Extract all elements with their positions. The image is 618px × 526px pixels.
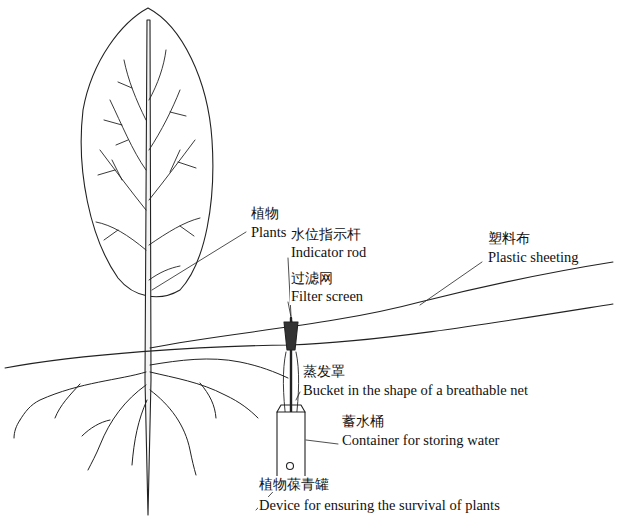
part-name-en: Container for storing water — [341, 432, 500, 449]
part-name-zh: 蒸发罩 — [302, 363, 346, 379]
plastic-sheeting — [150, 262, 613, 348]
leader-lines — [152, 232, 482, 510]
tree-trunk — [145, 20, 151, 515]
ground-line — [5, 304, 613, 368]
part-name-en: Indicator rod — [290, 244, 367, 261]
water-container — [277, 412, 305, 480]
part-name-zh: 水位指示杆 — [290, 226, 362, 242]
part-name-en: Plastic sheeting — [487, 249, 580, 266]
part-name-en: Device for ensuring the survival of plan… — [258, 497, 501, 514]
filter-screen — [284, 322, 298, 350]
part-name-en: Bucket in the shape of a breathable net — [302, 382, 529, 399]
part-name-zh: 塑料布 — [487, 230, 531, 246]
roots — [14, 359, 288, 475]
part-name-zh: 植物葆青罐 — [258, 476, 330, 492]
part-name-zh: 蓄水桶 — [341, 413, 385, 429]
container-hole — [287, 463, 294, 470]
part-name-en: Plants — [250, 224, 287, 241]
part-name-zh: 过滤网 — [290, 270, 334, 286]
part-name-en: Filter screen — [290, 288, 364, 305]
tree-branches — [96, 50, 200, 280]
evaporation-cover — [283, 352, 298, 420]
part-name-zh: 植物 — [250, 205, 280, 221]
container-lid — [277, 405, 305, 412]
